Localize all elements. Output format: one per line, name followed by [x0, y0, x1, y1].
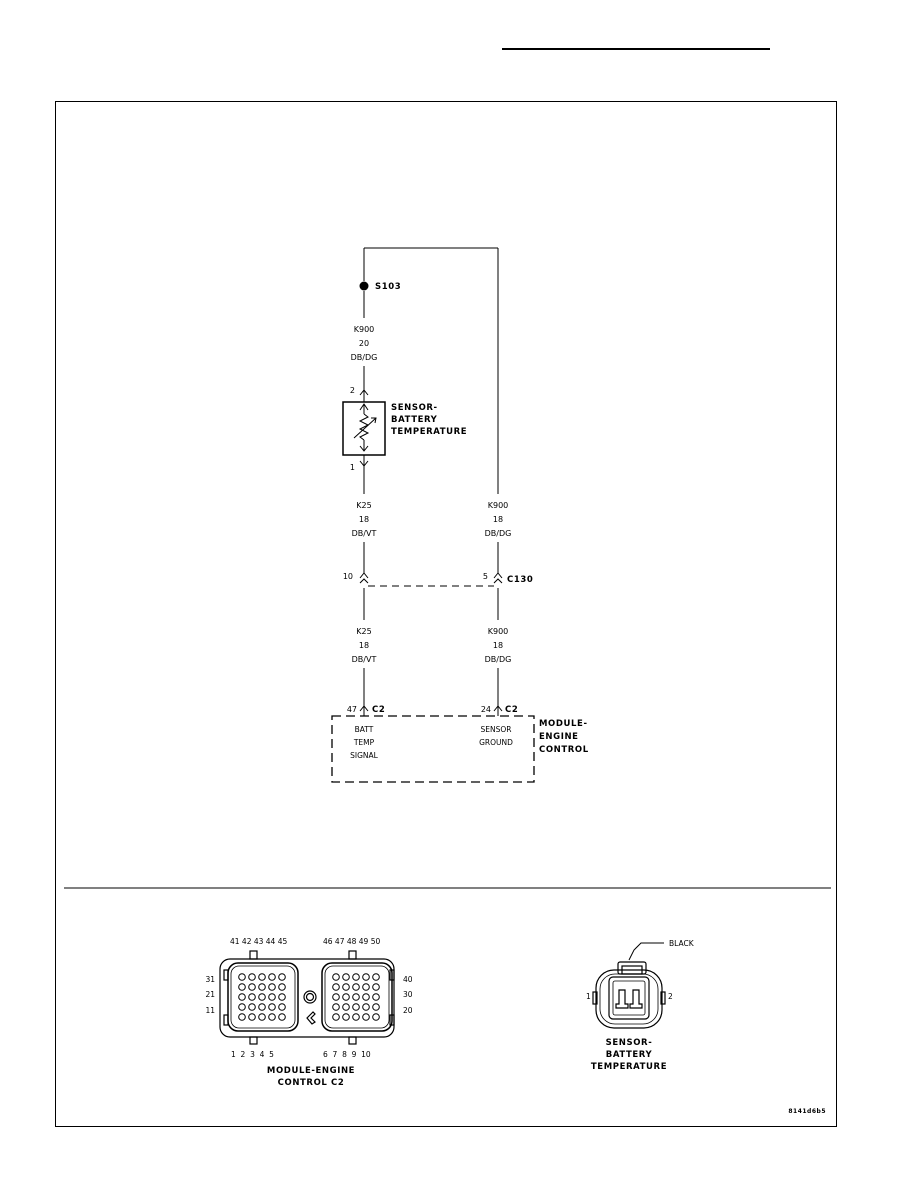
c130-label: C130: [507, 575, 533, 585]
sensor-view-caption-line2: BATTERY: [606, 1050, 653, 1060]
svg-text:SIGNAL: SIGNAL: [350, 751, 379, 760]
svg-text:K25: K25: [356, 627, 371, 636]
row-label-left-mid: 21: [205, 990, 215, 999]
c130-pin-right: 5: [483, 572, 488, 581]
svg-text:TEMP: TEMP: [353, 738, 375, 747]
svg-text:BATTERY: BATTERY: [391, 415, 438, 425]
sensor-view-caption-line3: TEMPERATURE: [591, 1062, 667, 1072]
svg-text:CONTROL: CONTROL: [539, 745, 589, 755]
pcm-c2-connector-view: 41 42 43 44 45 46 47 48 49 50: [205, 937, 412, 1088]
sensor-connector-view: BLACK 1 2 SENSOR- BATTERY TEMPERATURE: [586, 939, 695, 1072]
svg-text:K25: K25: [356, 501, 371, 510]
row-label-left-top: 31: [205, 975, 215, 984]
header-rule: [502, 48, 770, 50]
svg-text:18: 18: [493, 641, 503, 650]
svg-text:MODULE-: MODULE-: [539, 719, 588, 729]
svg-text:20: 20: [359, 339, 369, 348]
wire-label-splice-to-sensor: K900 20 DB/DG: [351, 325, 378, 362]
figure-id: 8141d6b5: [788, 1108, 826, 1115]
svg-text:BATT: BATT: [355, 725, 374, 734]
pins-bottom-right: 6 7 8 9 10: [323, 1050, 371, 1059]
c130-connector: [359, 572, 503, 587]
svg-text:K900: K900: [488, 627, 509, 636]
svg-text:DB/VT: DB/VT: [352, 655, 377, 664]
pcm-pin-signal: 47: [347, 705, 357, 714]
svg-text:SENSOR: SENSOR: [481, 725, 512, 734]
thermistor-symbol: [353, 403, 377, 452]
svg-text:DB/VT: DB/VT: [352, 529, 377, 538]
svg-text:DB/DG: DB/DG: [351, 353, 378, 362]
pcm-signal-text: BATT TEMP SIGNAL: [350, 725, 379, 760]
pcm-pin-ground: 24: [481, 705, 491, 714]
svg-text:DB/DG: DB/DG: [485, 655, 512, 664]
row-label-right-top: 40: [403, 975, 413, 984]
pcm-connector-label-ground: C2: [505, 705, 518, 715]
sensor-pin-top: 2: [350, 386, 355, 395]
c130-pin-left: 10: [343, 572, 353, 581]
splice-dot: [359, 281, 369, 291]
row-label-left-bottom: 11: [205, 1006, 215, 1015]
pcm-box: [331, 715, 535, 783]
pcm-c2-pin-grid: [238, 973, 380, 1021]
connector-mark-sensor-pin2: [359, 389, 369, 402]
svg-text:DB/DG: DB/DG: [485, 529, 512, 538]
pins-top-left: 41 42 43 44 45: [230, 937, 287, 946]
wire-label-sensor-to-c130: K25 18 DB/VT: [352, 501, 377, 538]
sensor-connector-pin-right: 2: [668, 992, 673, 1001]
sensor-name: SENSOR- BATTERY TEMPERATURE: [391, 403, 467, 437]
svg-text:GROUND: GROUND: [479, 738, 513, 747]
svg-text:TEMPERATURE: TEMPERATURE: [391, 427, 467, 437]
pins-bottom-left: 1 2 3 4 5: [231, 1050, 274, 1059]
wire-label-c130-to-pcm-ground: K900 18 DB/DG: [485, 627, 512, 664]
splice-label: S103: [375, 282, 401, 292]
svg-text:ENGINE: ENGINE: [539, 732, 579, 742]
svg-text:K900: K900: [488, 501, 509, 510]
svg-text:18: 18: [493, 515, 503, 524]
sensor-connector-pin-left: 1: [586, 992, 591, 1001]
svg-text:18: 18: [359, 641, 369, 650]
pcm-connector-marks: [359, 705, 503, 716]
row-label-right-mid: 30: [403, 990, 413, 999]
pcm-name: MODULE- ENGINE CONTROL: [539, 719, 589, 755]
pcm-ground-text: SENSOR GROUND: [479, 725, 513, 747]
wire-label-c130-to-pcm-signal: K25 18 DB/VT: [352, 627, 377, 664]
svg-text:K900: K900: [354, 325, 375, 334]
pcm-connector-label-signal: C2: [372, 705, 385, 715]
pins-top-right: 46 47 48 49 50: [323, 937, 380, 946]
sensor-view-caption-line1: SENSOR-: [606, 1038, 653, 1048]
wire-label-ground-upper: K900 18 DB/DG: [485, 501, 512, 538]
svg-text:SENSOR-: SENSOR-: [391, 403, 438, 413]
connector-mark-sensor-pin1: [359, 455, 369, 467]
sensor-connector-color: BLACK: [669, 939, 695, 948]
svg-text:18: 18: [359, 515, 369, 524]
sensor-pin-bottom: 1: [350, 463, 355, 472]
pcm-c2-caption-line1: MODULE-ENGINE: [267, 1066, 355, 1076]
pcm-c2-caption-line2: CONTROL C2: [278, 1078, 345, 1088]
diagram-frame: [55, 101, 837, 1127]
row-label-right-bottom: 20: [403, 1006, 413, 1015]
